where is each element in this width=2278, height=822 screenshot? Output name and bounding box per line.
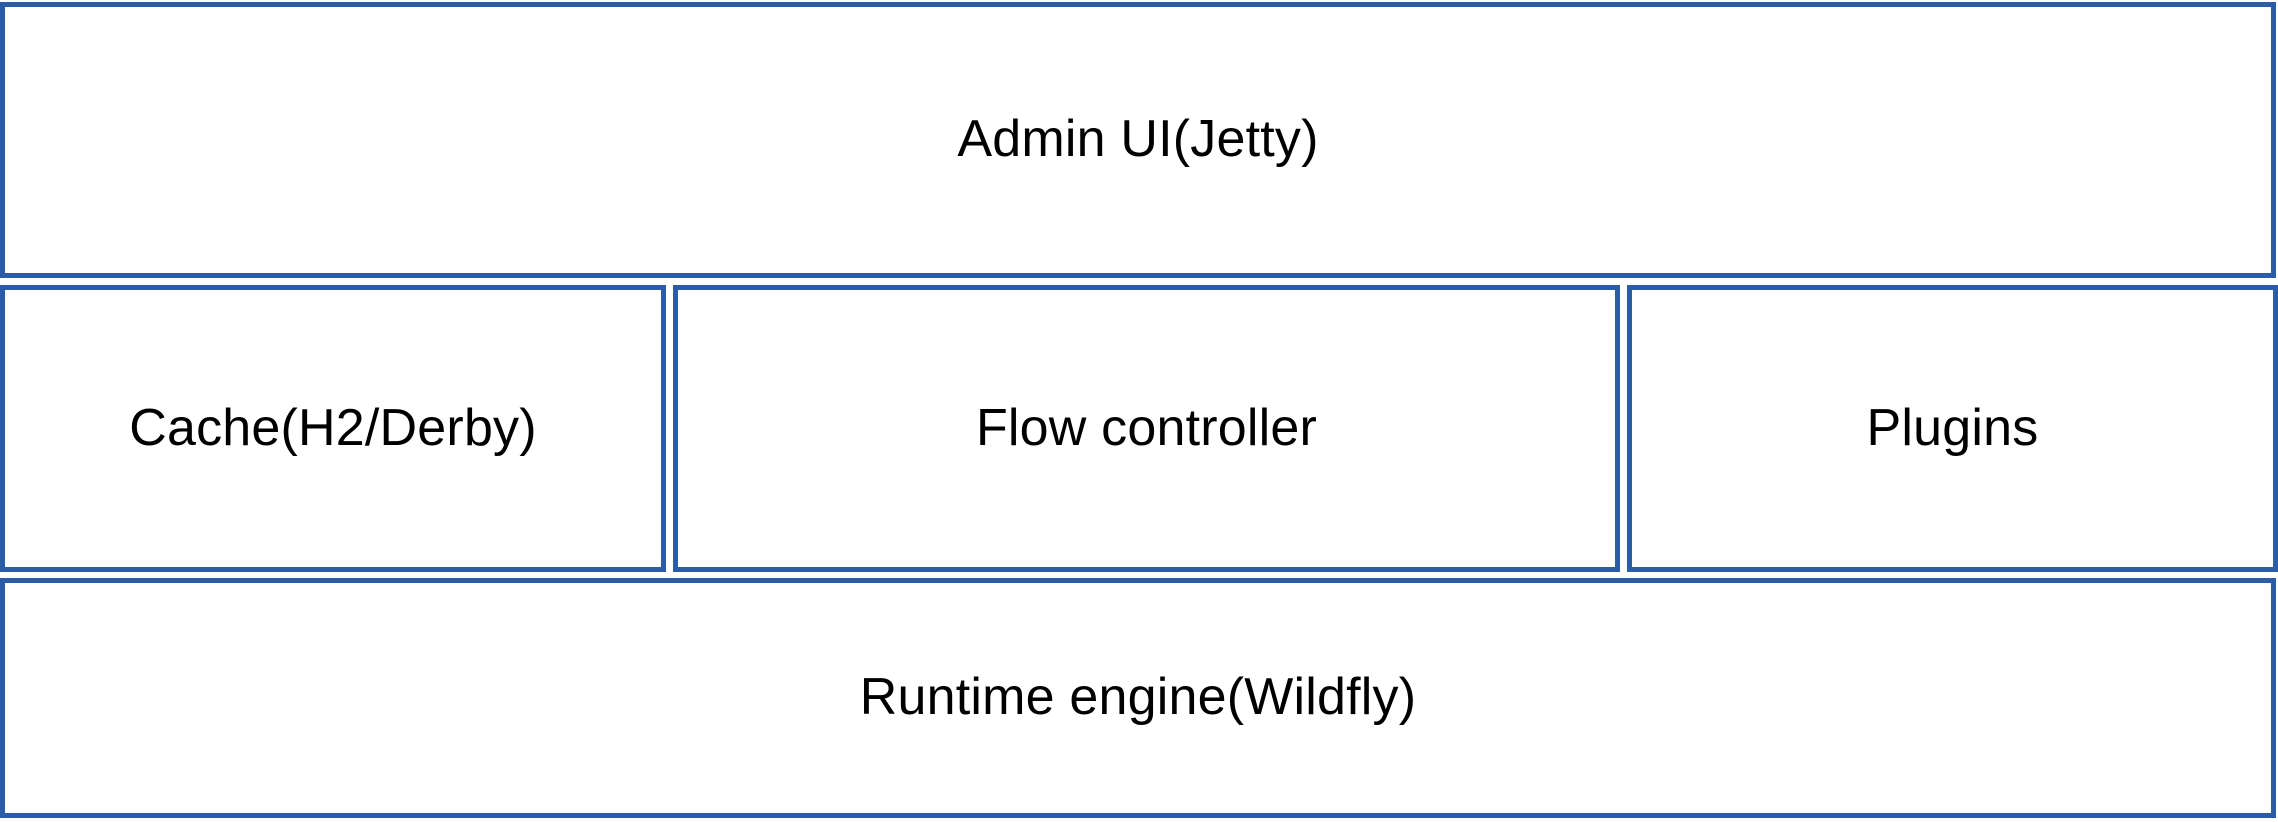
block-admin-ui-label: Admin UI(Jetty)	[957, 110, 1319, 169]
middle-layer-row: Cache(H2/Derby) Flow controller Plugins	[0, 285, 2278, 572]
block-runtime-engine-label: Runtime engine(Wildfly)	[859, 668, 1417, 727]
block-flow-controller-label: Flow controller	[975, 398, 1318, 457]
block-cache[interactable]: Cache(H2/Derby)	[0, 285, 666, 572]
runtime-layer-row: Runtime engine(Wildfly)	[0, 578, 2278, 818]
block-admin-ui[interactable]: Admin UI(Jetty)	[0, 2, 2276, 278]
block-runtime-engine[interactable]: Runtime engine(Wildfly)	[0, 578, 2276, 818]
admin-layer-row: Admin UI(Jetty)	[0, 2, 2278, 278]
block-plugins[interactable]: Plugins	[1627, 285, 2278, 572]
block-gap-divider	[1620, 285, 1627, 572]
block-cache-label: Cache(H2/Derby)	[129, 398, 537, 457]
block-flow-controller[interactable]: Flow controller	[673, 285, 1620, 572]
block-plugins-label: Plugins	[1866, 398, 2039, 457]
block-gap-divider	[666, 285, 673, 572]
